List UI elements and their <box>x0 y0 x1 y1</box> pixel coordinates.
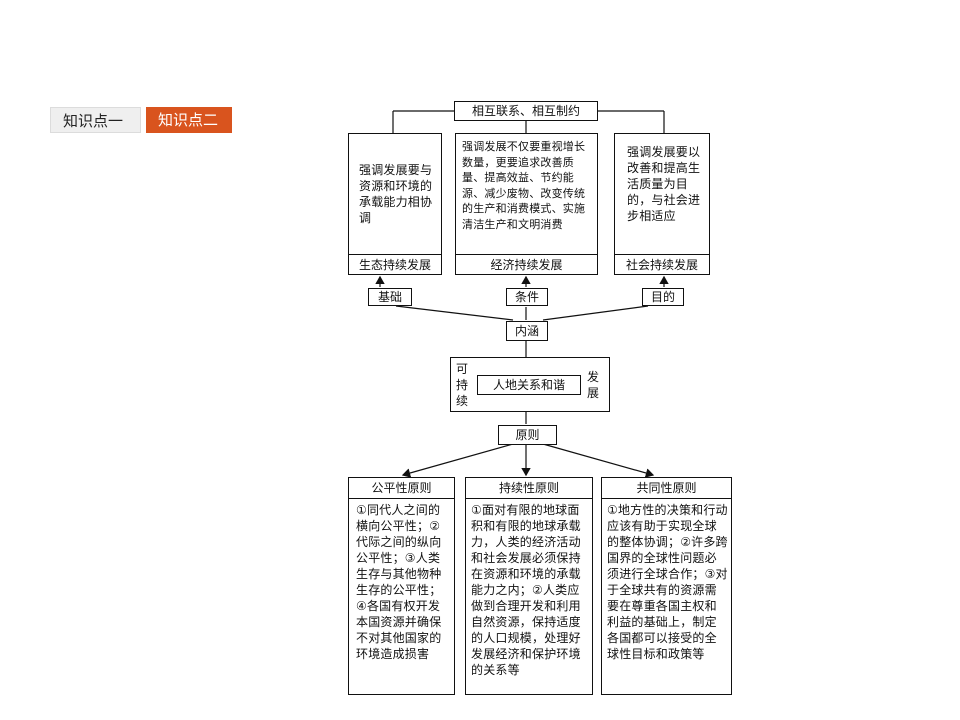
commonality-principle-title: 共同性原则 <box>602 478 731 499</box>
sustainability-principle-title: 持续性原则 <box>466 478 592 499</box>
social-pillar-text: 强调发展要以改善和提高生活质量为目的，与社会进步相适应 <box>627 145 701 223</box>
sustainability-principle-text: ①面对有限的地球面积和有限的地球承载力，人类的经济活动和社会发展必须保持在资源和… <box>471 503 581 677</box>
center-right-text: 发展 <box>587 370 600 400</box>
economic-pillar-text: 强调发展不仅要重视增长数量，更要追求改善质量、提高效益、节约能源、减少废物、改变… <box>462 140 586 231</box>
sustainability-principle: 持续性原则 ①面对有限的地球面积和有限的地球承载力，人类的经济活动和社会发展必须… <box>465 477 593 695</box>
connotation-label: 内涵 <box>506 321 548 341</box>
connector-lines <box>375 110 669 478</box>
social-pillar-title: 社会持续发展 <box>615 254 709 275</box>
social-pillar: 强调发展要以改善和提高生活质量为目的，与社会进步相适应 社会持续发展 <box>614 133 710 275</box>
relation-condition: 条件 <box>506 288 548 306</box>
ecological-pillar: 强调发展要与资源和环境的承载能力相协调 生态持续发展 <box>348 133 442 275</box>
relation-basis: 基础 <box>368 288 412 306</box>
center-inner-label: 人地关系和谐 <box>477 375 581 395</box>
equity-principle-text: ①同代人之间的横向公平性；②代际之间的纵向公平性；③人类生存与其他物种生存的公平… <box>356 503 442 661</box>
center-left-text: 可持续 <box>456 362 469 408</box>
commonality-principle-text: ①地方性的决策和行动应该有助于实现全球的整体协调；②许多跨国界的全球性问题必须进… <box>607 503 728 661</box>
economic-pillar-title: 经济持续发展 <box>456 254 597 275</box>
principle-label: 原则 <box>498 425 557 445</box>
ecological-pillar-title: 生态持续发展 <box>349 254 441 275</box>
equity-principle-title: 公平性原则 <box>349 478 454 499</box>
relation-goal: 目的 <box>642 288 684 306</box>
economic-pillar: 强调发展不仅要重视增长数量，更要追求改善质量、提高效益、节约能源、减少废物、改变… <box>455 133 598 275</box>
tab-knowledge-point-2[interactable]: 知识点二 <box>146 107 232 133</box>
mutual-relation-label: 相互联系、相互制约 <box>454 101 598 121</box>
sustainable-development-diagram: 相互联系、相互制约 强调发展要与资源和环境的承载能力相协调 生态持续发展 强调发… <box>348 97 734 700</box>
equity-principle: 公平性原则 ①同代人之间的横向公平性；②代际之间的纵向公平性；③人类生存与其他物… <box>348 477 455 695</box>
tab-knowledge-point-1[interactable]: 知识点一 <box>50 107 141 133</box>
sustainable-center-box: 可持续 人地关系和谐 发展 <box>450 357 610 412</box>
commonality-principle: 共同性原则 ①地方性的决策和行动应该有助于实现全球的整体协调；②许多跨国界的全球… <box>601 477 732 695</box>
ecological-pillar-text: 强调发展要与资源和环境的承载能力相协调 <box>359 163 433 225</box>
